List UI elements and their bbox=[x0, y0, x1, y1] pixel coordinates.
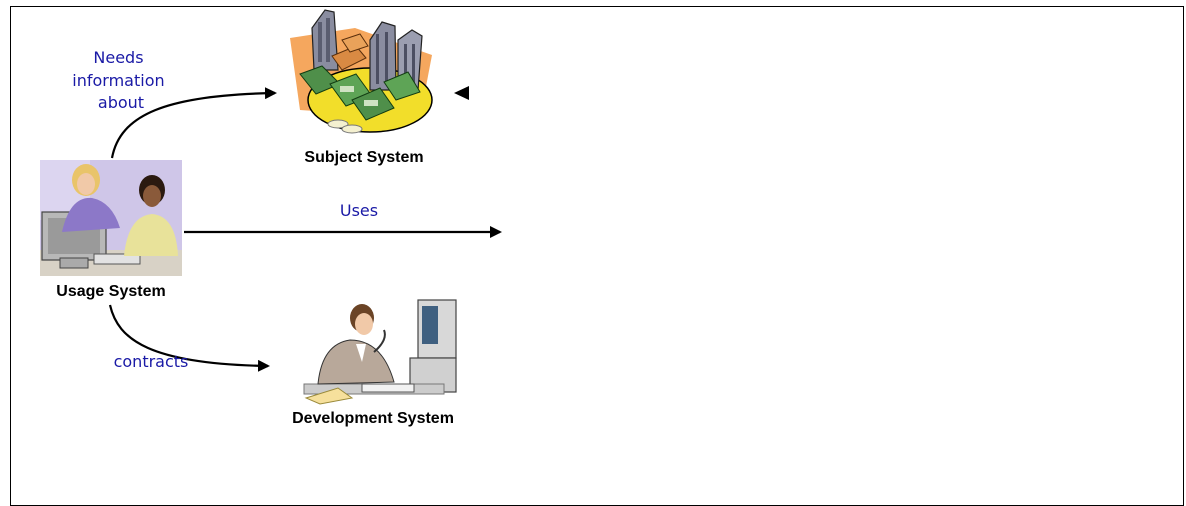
edge-label-uses: Uses bbox=[340, 201, 378, 220]
node-label-subject: Subject System bbox=[304, 149, 423, 166]
dangling-arrowhead bbox=[454, 86, 469, 100]
office-workers-icon bbox=[40, 160, 182, 276]
diagram-canvas: Needs information about Uses contracts S… bbox=[40, 9, 502, 427]
edge-label-needs: Needs information about bbox=[72, 48, 169, 112]
edge-label-contracts: contracts bbox=[114, 352, 189, 371]
edge-label-needs-line3: about bbox=[98, 93, 144, 112]
node-label-development: Development System bbox=[292, 410, 454, 427]
edge-contracts bbox=[108, 304, 270, 372]
edge-needs-information bbox=[110, 87, 277, 159]
developer-at-computer-icon bbox=[303, 299, 457, 405]
edge-label-needs-line1: Needs bbox=[93, 48, 143, 67]
city-money-icon bbox=[290, 9, 433, 134]
edge-label-needs-line2: information bbox=[72, 71, 164, 90]
node-label-usage: Usage System bbox=[56, 283, 165, 300]
